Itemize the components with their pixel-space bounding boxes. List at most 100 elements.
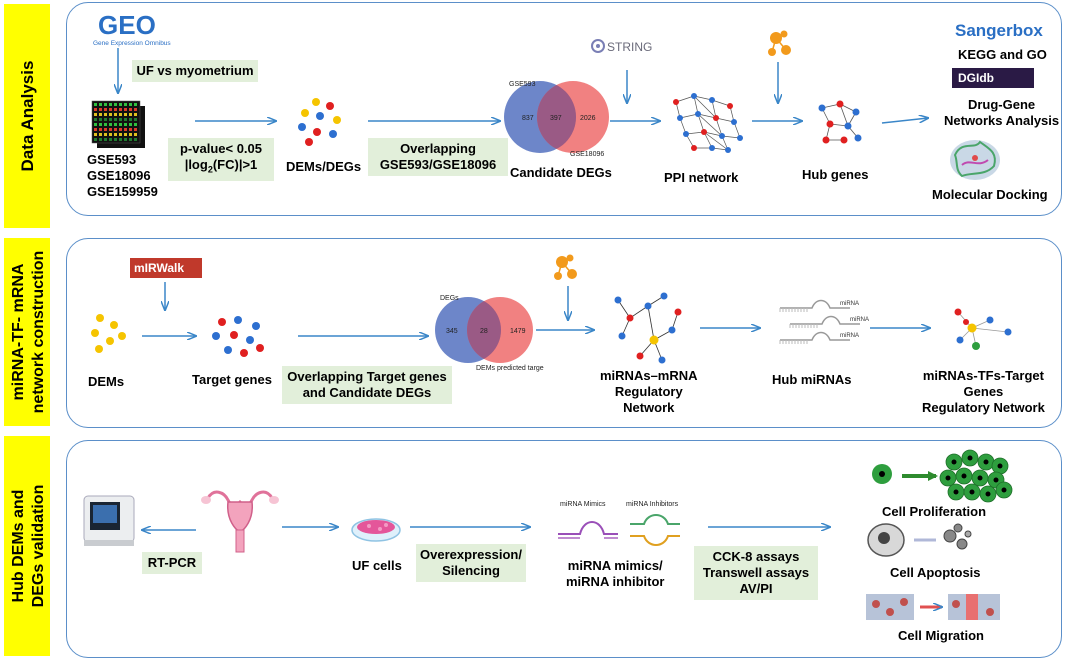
microarray-spot [94, 118, 97, 121]
microarray-spot [134, 113, 137, 116]
ppi-edge [693, 95, 699, 115]
microarray-spot [109, 113, 112, 116]
mirna-strand-label: miRNA [840, 301, 859, 307]
ppi-edge [715, 117, 735, 123]
dgidb-logo-icon: DGIdb [952, 68, 1034, 88]
overlap1-line1: Overlapping [400, 141, 476, 156]
threshold-box: p-value< 0.05 |log2(FC)|>1 [168, 138, 274, 181]
microarray-spot [99, 118, 102, 121]
microarray-spot [99, 108, 102, 111]
dataset-list: GSE593 GSE18096 GSE159959 [87, 152, 158, 200]
ppi-node [695, 111, 701, 117]
microarray-spot [134, 128, 137, 131]
rtpcr-box: RT-PCR [142, 552, 202, 574]
cell-nucleus [993, 477, 999, 483]
microarray-spot [119, 103, 122, 106]
ppi-edge [711, 99, 717, 119]
ppi-node [709, 97, 715, 103]
ppi-edge [693, 95, 717, 119]
microarray-spot [104, 123, 107, 126]
mirna-strand-label: miRNA [840, 333, 859, 339]
cell-apoptosis-icon [867, 523, 972, 557]
microarray-spot [114, 133, 117, 136]
drug-gene-line1: Drug-Gene [967, 97, 1036, 112]
venn2-right-label: DEMs predicted targe [476, 365, 544, 372]
kegg-go-label: KEGG and GO [958, 47, 1047, 62]
overexpression-box: Overexpression/ Silencing [416, 544, 526, 582]
overlap-box-2: Overlapping Target genes and Candidate D… [282, 366, 452, 404]
microarray-spot [94, 103, 97, 106]
geo-logo-icon: GEO Gene Expression Omnibus [93, 10, 171, 47]
microarray-spot [119, 118, 122, 121]
venn-diagram-1: GSE593 GSE18096 837 397 2026 [504, 81, 609, 158]
ppi-node [713, 115, 719, 121]
overlap1-line2: GSE593/GSE18096 [379, 157, 497, 172]
mimics-icon [558, 521, 618, 539]
ppi-node [673, 99, 679, 105]
microarray-spot [129, 108, 132, 111]
ppi-edge [675, 95, 695, 103]
microarray-spot [109, 123, 112, 126]
hub-genes-icon [818, 100, 862, 144]
ppi-edge [703, 131, 729, 151]
string-logo-text: STRING [607, 40, 652, 54]
ppi-edge [697, 113, 717, 119]
microarray-spot [129, 118, 132, 121]
ppi-node [719, 133, 725, 139]
microarray-spot [129, 103, 132, 106]
microarray-spot [94, 123, 97, 126]
cell-proliferation-label: Cell Proliferation [882, 504, 987, 519]
microarray-spot [104, 133, 107, 136]
molecular-docking-icon [950, 140, 1000, 180]
mirna-mrna-line3: Network [623, 400, 675, 415]
microarray-spot [119, 133, 122, 136]
microarray-spot [99, 103, 102, 106]
venn1-left-label: GSE593 [509, 81, 536, 88]
ppi-node [727, 103, 733, 109]
ppi-node [691, 93, 697, 99]
venn1-left-only: 837 [522, 115, 534, 122]
microarray-spot [109, 118, 112, 121]
section-tab-data-analysis: Data Analysis [4, 4, 50, 228]
microarray-spot [114, 103, 117, 106]
microarray-spot [129, 113, 132, 116]
ppi-node [731, 119, 737, 125]
microarray-spot [134, 118, 137, 121]
microarray-spot [124, 113, 127, 116]
microarray-spot [129, 128, 132, 131]
ppi-node [683, 131, 689, 137]
ppi-edge [693, 95, 713, 101]
dataset-2: GSE18096 [87, 168, 151, 183]
section-label-network-2: network construction [30, 251, 47, 414]
microarray-spot [119, 113, 122, 116]
microarray-spot [129, 133, 132, 136]
microarray-spot [94, 113, 97, 116]
geo-logo-sub: Gene Expression Omnibus [93, 40, 171, 47]
mirwalk-logo-text: mIRWalk [134, 261, 184, 275]
mirna-mrna-line2: Regulatory [614, 384, 683, 399]
ppi-edge [679, 113, 699, 119]
section-label-validation-2: DEGs validation [30, 485, 47, 608]
microarray-spot [134, 103, 137, 106]
tf-network-label: miRNAs-TFs-Target Genes Regulatory Netwo… [922, 368, 1045, 416]
ppi-edge [703, 131, 723, 137]
mimic-inhibitor-label: miRNA mimics/ miRNA inhibitor [566, 558, 664, 590]
ppi-edge [711, 99, 731, 107]
ppi-edge [697, 113, 705, 133]
overexp-line1: Overexpression/ [420, 547, 522, 562]
microarray-spot [114, 118, 117, 121]
microarray-spot [99, 123, 102, 126]
microarray-spot [124, 133, 127, 136]
microarray-spot [124, 123, 127, 126]
ppi-edge [697, 113, 723, 137]
microarray-spot [99, 128, 102, 131]
microarray-spot [104, 103, 107, 106]
cell-migration-label: Cell Migration [898, 628, 984, 643]
arrow-to-analysis [881, 118, 928, 124]
microarray-spot [104, 118, 107, 121]
microarray-spot [104, 108, 107, 111]
microarray-spot [99, 113, 102, 116]
dems-label: DEMs [88, 374, 125, 389]
ppi-node [691, 145, 697, 151]
petri-dish-icon [351, 518, 401, 542]
